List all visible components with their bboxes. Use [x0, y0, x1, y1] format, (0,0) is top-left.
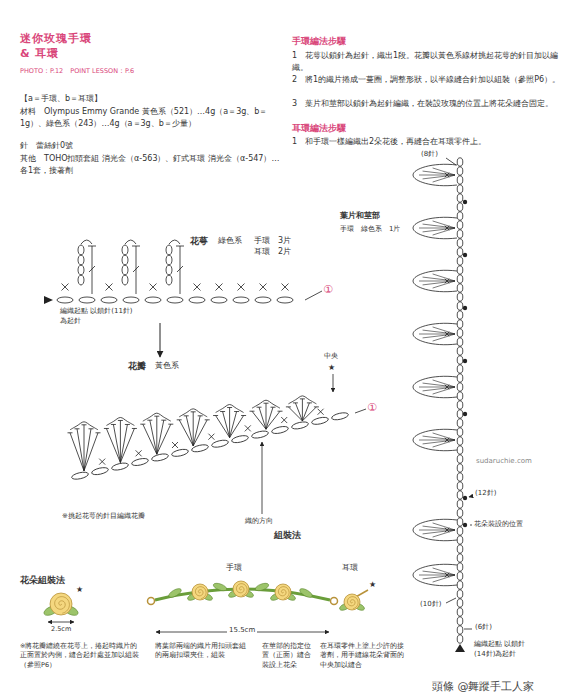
chart-heading: 手環 3片 — [254, 236, 291, 247]
chart-note: ※挑起花萼的針目編織花瓣 — [62, 512, 145, 520]
position-note: 花朵裝設的位置 — [474, 520, 523, 528]
section-heading: 手環編法步驟 — [292, 36, 346, 46]
figure-label: 耳環 — [342, 563, 358, 572]
star-mark: ★ — [76, 585, 83, 595]
step-text: 2 將1的織片捲成一蔓圈，調整形狀，以半線縫合針加以組裝（參照P6）。 — [292, 74, 564, 86]
start-note: 編織起點 以鎖針(11針)為起針 — [60, 306, 138, 326]
assembly-note: 在耳環零件上塗上少許的接著劑，用手縫線花朵背面的中央加以縫合 — [320, 642, 408, 670]
chart-heading: 綠色系 — [218, 236, 242, 247]
photo-ref: PHOTO：P.12 POINT LESSON：P.6 — [20, 68, 134, 76]
stitch-count: (12針) — [475, 489, 496, 497]
stitch-count: (6針) — [475, 623, 492, 631]
section-heading: 耳環編法步驟 — [292, 123, 346, 133]
chart-heading: 葉片和莖部 — [340, 211, 380, 221]
stitch-count: (10針) — [420, 600, 441, 608]
chart-heading: 花萼 — [190, 235, 208, 247]
dimension-label: 15.5cm — [227, 626, 257, 634]
assembly-note: 在莖部的指定位置（正面）縫合裝設上花朵 — [262, 642, 314, 670]
row-number: ① — [367, 401, 377, 414]
assembly-note: ※將花瓣纏繞在花萼上，捲起時織片的正面置於內側，縫合起針處並加以組裝（參照P6） — [20, 642, 142, 670]
step-text: 3 葉片和莖部以鎖針為起針編織，在裝設玫瑰的位置上將花朵縫合固定。 — [292, 98, 564, 110]
star-mark: ★ — [328, 363, 335, 373]
chart-heading: 耳環 2片 — [254, 247, 291, 258]
center-mark: 中央 — [324, 352, 338, 360]
page-title: 迷你玫瑰手環 & 耳環 — [20, 32, 100, 62]
dimension-line — [48, 622, 74, 623]
direction-note: 織的方向 — [245, 517, 273, 525]
rose-figures — [42, 581, 365, 617]
leaf-stem-chart — [413, 158, 473, 652]
size-key: 【a＝手環、b＝耳環】 — [20, 94, 102, 104]
section-heading: 組裝法 — [274, 530, 301, 540]
petal-chart-block: 花瓣黃色系 — [125, 358, 182, 375]
row-number: ① — [323, 283, 333, 296]
start-note: 編織起點 以鎖針(14針)為起針 — [474, 639, 526, 659]
step-text: 1 和手環一樣編織出2朵花後，再縫合在耳環零件上。 — [292, 136, 564, 148]
chart-subheading: 手環 綠色系 1片 — [340, 225, 400, 233]
flow-arrow — [160, 323, 161, 357]
materials-note: 材料 Olympus Emmy Grande 黃色系（521）…4g（a＝3g、… — [20, 106, 282, 129]
hook-note: 針 蕾絲針0號 — [20, 141, 73, 151]
chart-heading: 黃色系 — [155, 361, 179, 372]
assembly-note: 將葉部兩端的織片用扣頭套組的兩扇扣環夾住，組裝 — [155, 642, 251, 661]
chart-heading: 花瓣 — [128, 360, 146, 372]
petal-chart — [68, 374, 367, 514]
dimension-label: 2.5cm — [49, 626, 73, 634]
watermark: sudaruchie.com — [476, 457, 532, 465]
stitch-count: (8針) — [421, 150, 438, 158]
watermark: 頭條 @舞蹤手工人家 — [432, 680, 535, 693]
step-text: 1 花萼以鎖針為起針，織出1段。花瓣以黃色系線材挑起花萼的針目加以編織。 — [292, 50, 564, 73]
star-mark: ★ — [369, 580, 376, 590]
section-heading: 花朵組裝法 — [20, 575, 65, 585]
other-note: 其他 TOHO扣頭套組 消光金（α-563）、釘式耳環 消光金（α-547）…各… — [20, 153, 282, 176]
figure-label: 手環 — [226, 563, 242, 572]
sepal-chart — [44, 240, 322, 304]
